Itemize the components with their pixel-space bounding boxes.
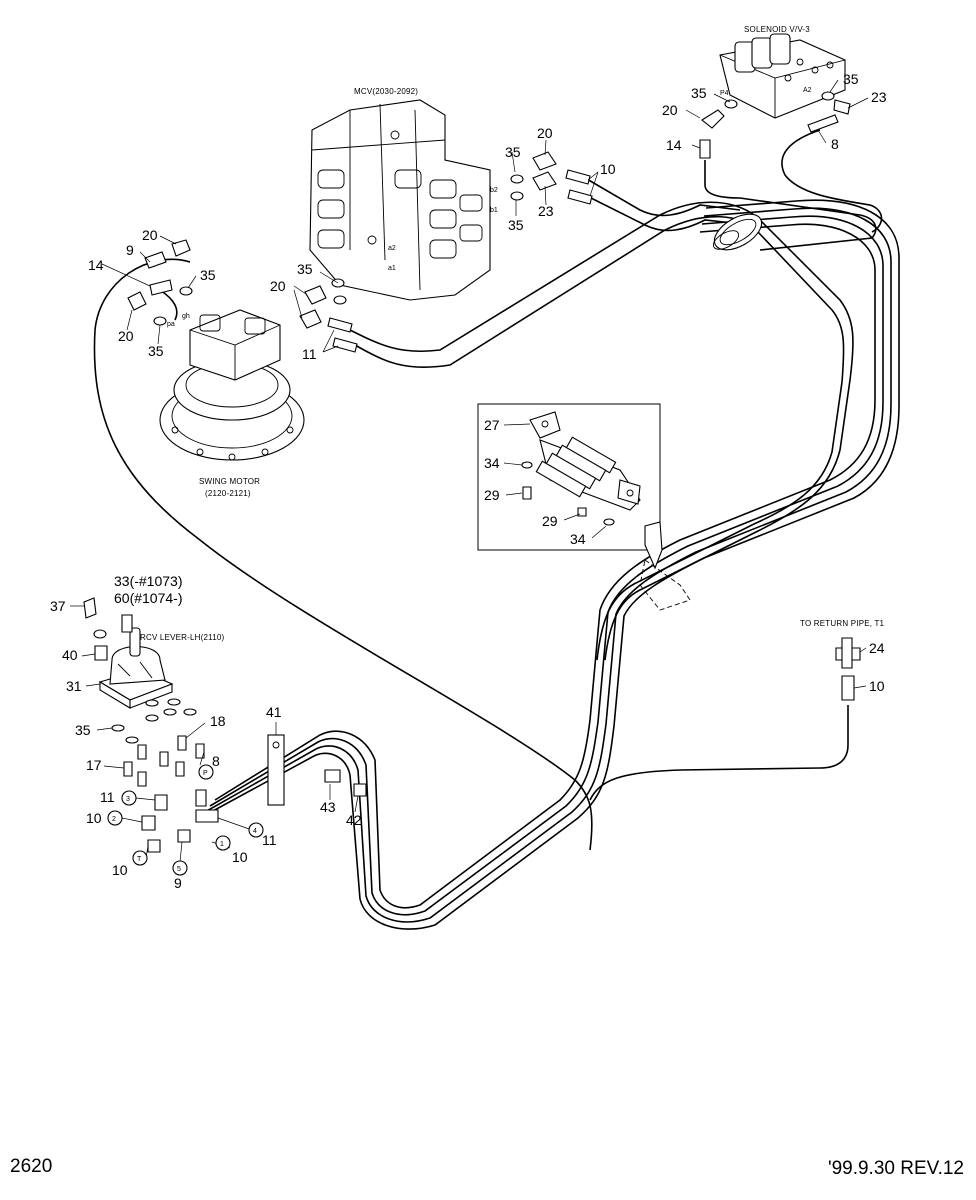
hose-clamp-upper — [712, 213, 763, 251]
port-markers: 3 2 T 5 1 4 P — [107, 764, 264, 876]
rcv-lever — [98, 614, 174, 709]
callout-35-rcv: 35 — [75, 722, 91, 738]
callout-42: 42 — [346, 812, 362, 828]
callout-60: 60(#1074-) — [114, 590, 183, 606]
callout-20-mcv: 20 — [537, 125, 553, 141]
callout-23-sol: 23 — [871, 89, 887, 105]
callout-14-sw: 14 — [88, 257, 104, 273]
swing-motor: gh pa — [159, 309, 305, 461]
callout-17: 17 — [86, 757, 102, 773]
callout-23-mcv: 23 — [538, 203, 554, 219]
port-b1-label: b1 — [490, 207, 498, 214]
marker-T: T — [137, 856, 142, 863]
port-b2-label: b2 — [490, 187, 498, 194]
callout-11-rcv-b: 11 — [262, 832, 277, 848]
callout-35-sw-b: 35 — [148, 343, 164, 359]
port-gh-label: gh — [182, 313, 190, 320]
solenoid-valve: P4 A2 — [719, 33, 846, 119]
callout-20-sol: 20 — [662, 102, 678, 118]
swing-motor-code: (2120-2121) — [205, 489, 251, 498]
callout-27: 27 — [484, 417, 500, 433]
rcv-hose-fittings — [141, 789, 219, 853]
callout-14-sol: 14 — [666, 137, 682, 153]
callout-10-ret: 10 — [869, 678, 885, 694]
main-control-valve: b2 b1 a2 a1 — [309, 99, 498, 301]
swing-motor-label: SWING MOTOR — [199, 477, 260, 486]
mcv-label: MCV(2030-2092) — [354, 87, 418, 96]
callout-20-mcv-b: 20 — [270, 278, 286, 294]
marker-P: P — [203, 770, 208, 777]
callout-8-rcv: 8 — [212, 753, 220, 769]
hose-bracket — [267, 734, 367, 806]
mcv-left-fittings — [299, 278, 358, 353]
solenoid-valve-label: SOLENOID V/V-3 — [744, 25, 810, 34]
port-pa-label: pa — [167, 321, 175, 328]
callout-10-rcv: 10 — [86, 810, 102, 826]
callout-35-mcv-c: 35 — [297, 261, 313, 277]
callout-35-sol-b: 35 — [843, 71, 859, 87]
callout-11-rcv: 11 — [100, 789, 115, 805]
rcv-small-parts — [83, 597, 205, 787]
port-a1-mcv-label: a1 — [388, 265, 396, 272]
port-a2-mcv-label: a2 — [388, 245, 396, 252]
callout-10-rcv-c: 10 — [232, 849, 248, 865]
marker-1: 1 — [220, 841, 224, 848]
return-pipe-fittings — [835, 637, 861, 701]
callout-24: 24 — [869, 640, 885, 656]
port-a2-label: A2 — [803, 87, 812, 94]
callout-9-rcv: 9 — [174, 875, 182, 891]
port-p4-label: P4 — [720, 90, 729, 97]
marker-3: 3 — [126, 796, 130, 803]
callout-43: 43 — [320, 799, 336, 815]
callout-31: 31 — [66, 678, 82, 694]
callout-10-mcv: 10 — [600, 161, 616, 177]
part-callouts: 20 35 35 23 14 8 20 35 10 35 23 20 9 14 … — [50, 71, 887, 891]
callout-40: 40 — [62, 647, 78, 663]
callout-9-sw: 9 — [126, 242, 134, 258]
callout-33: 33(-#1073) — [114, 573, 183, 589]
page-number: 2620 — [10, 1156, 53, 1177]
callout-8-sol: 8 — [831, 136, 839, 152]
return-pipe-label: TO RETURN PIPE, T1 — [800, 619, 885, 628]
marker-5: 5 — [177, 866, 181, 873]
callout-34-a: 34 — [484, 455, 500, 471]
mcv-right-fittings — [510, 151, 593, 205]
callout-18: 18 — [210, 713, 226, 729]
marker-4: 4 — [253, 828, 257, 835]
swing-motor-fittings — [127, 239, 193, 326]
clamp-detail-box — [477, 403, 661, 551]
marker-2: 2 — [112, 816, 116, 823]
callout-34-b: 34 — [570, 531, 586, 547]
callout-37: 37 — [50, 598, 66, 614]
solenoid-fittings — [699, 91, 851, 159]
callout-29-b: 29 — [542, 513, 558, 529]
callout-41: 41 — [266, 704, 282, 720]
callout-20-sw: 20 — [142, 227, 158, 243]
hose-bundle — [93, 129, 900, 930]
callout-29-a: 29 — [484, 487, 500, 503]
callout-11-mcv: 11 — [302, 346, 317, 362]
callout-35-sol-a: 35 — [691, 85, 707, 101]
revision-label: '99.9.30 REV.12 — [827, 1158, 964, 1179]
callout-10-rcv-b: 10 — [112, 862, 128, 878]
rcv-lever-label: RCV LEVER-LH(2110) — [140, 633, 225, 642]
callout-35-mcv-b: 35 — [508, 217, 524, 233]
callout-35-sw-a: 35 — [200, 267, 216, 283]
detail-pointer — [639, 521, 691, 611]
callout-35-mcv-a: 35 — [505, 144, 521, 160]
callout-20-sw-b: 20 — [118, 328, 134, 344]
